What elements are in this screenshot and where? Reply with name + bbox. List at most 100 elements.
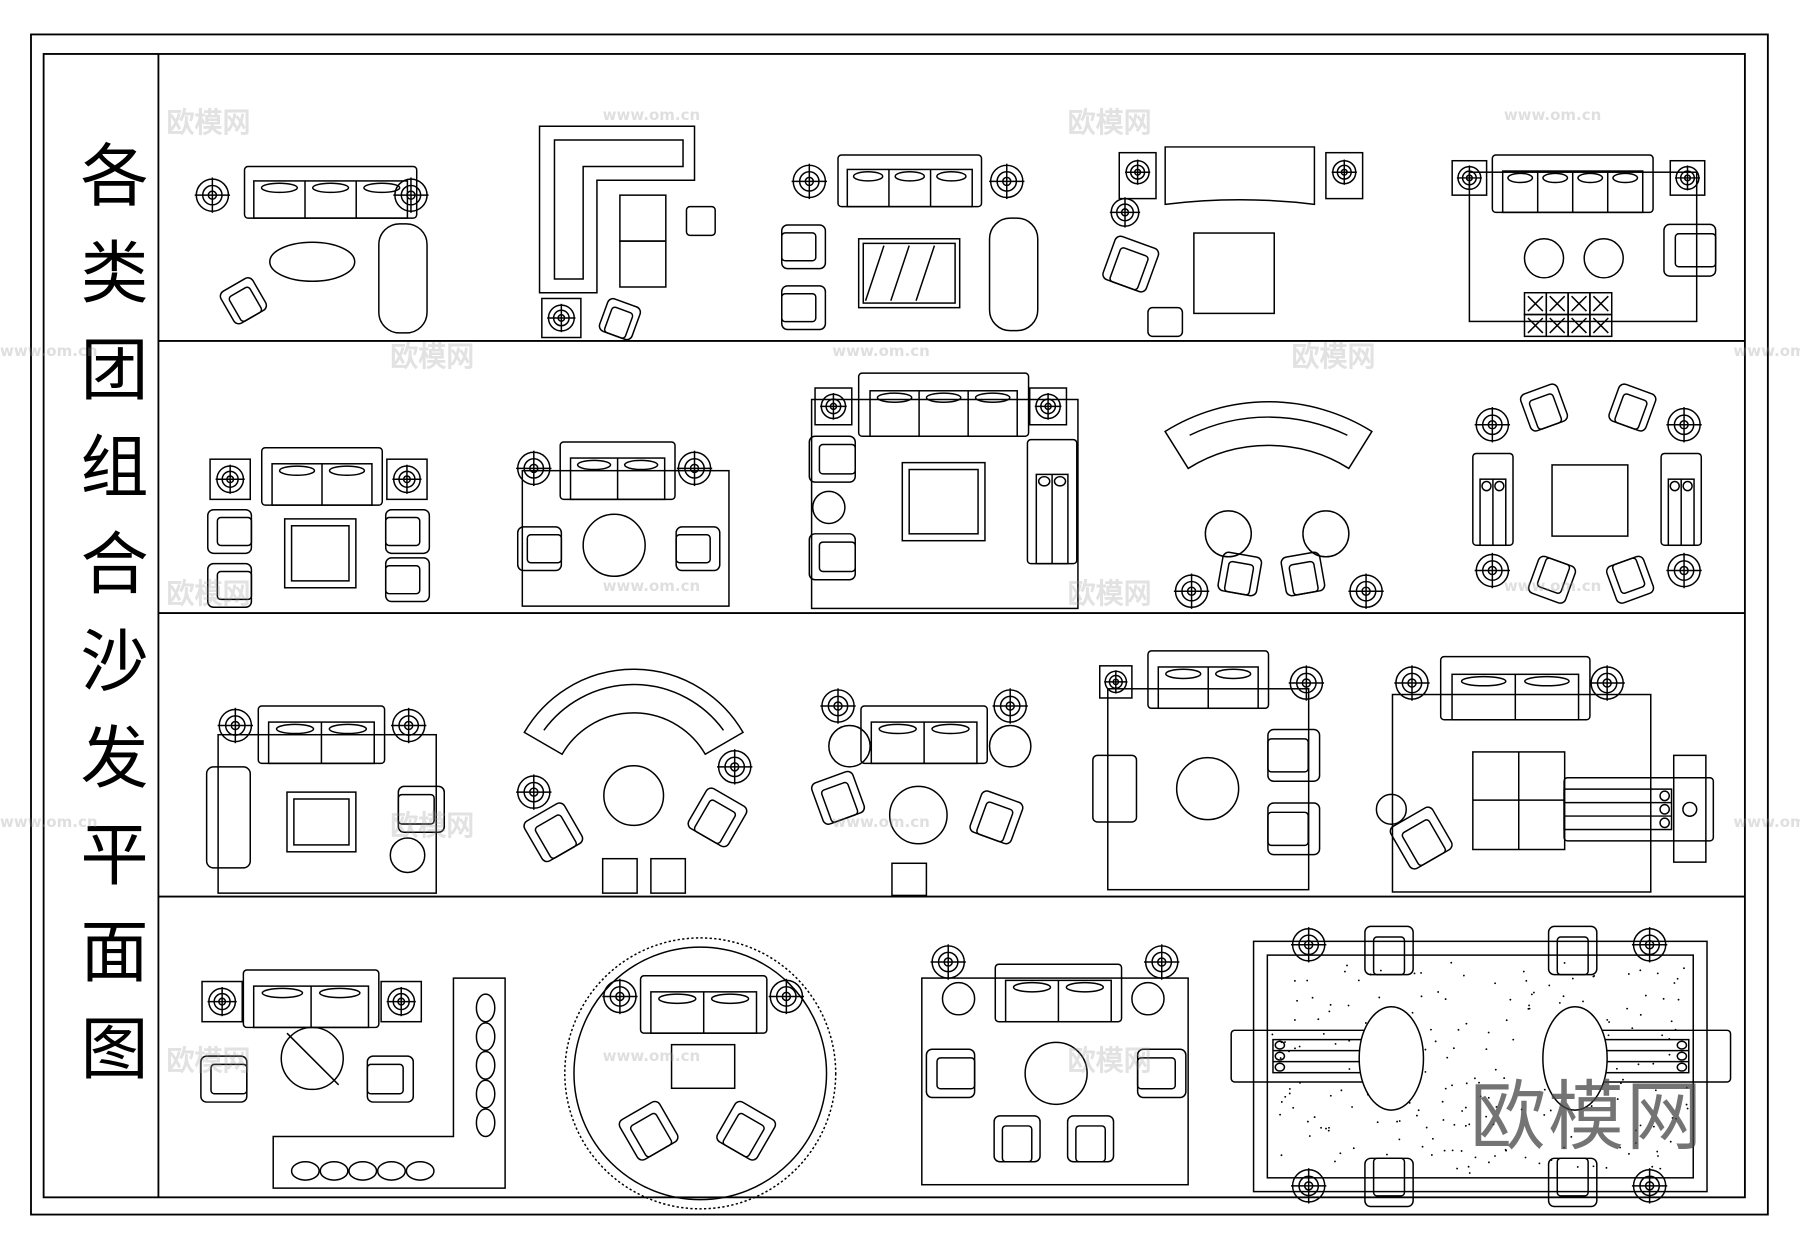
armchair-icon: [208, 510, 252, 554]
rug-speck: [1651, 1166, 1653, 1168]
rug-speck: [1593, 1165, 1595, 1167]
ottoman-tufting: [1528, 296, 1543, 311]
chair-outline: [518, 527, 562, 571]
table-inset: [294, 799, 349, 845]
chaise-lounge: [379, 224, 427, 333]
sofa-seat: [1564, 789, 1671, 829]
chair-seat: [722, 1112, 765, 1158]
rug-speck: [1420, 972, 1422, 974]
cushion: [378, 1162, 406, 1180]
chair-outline: [218, 276, 268, 326]
side-table: [829, 726, 870, 767]
rug-speck: [1469, 1172, 1471, 1174]
cushion: [476, 1023, 494, 1051]
lamp-icon: [1666, 407, 1701, 442]
chair-seat: [1224, 561, 1254, 595]
cushion: [1275, 1041, 1284, 1049]
rug-speck: [1461, 1150, 1463, 1152]
armchair-icon: [386, 558, 430, 602]
glass-table-inner: [863, 243, 955, 303]
rug-speck: [1346, 965, 1348, 967]
rug-speck: [1299, 1046, 1301, 1048]
rug-speck: [1294, 1019, 1296, 1021]
cushion: [1462, 677, 1506, 686]
chair-seat: [782, 233, 816, 261]
chair-seat: [604, 306, 634, 339]
rug-speck: [1663, 998, 1665, 1000]
pouf: [892, 863, 926, 895]
ottoman-tufting: [1572, 318, 1587, 333]
rug-speck: [1450, 962, 1452, 964]
cushion: [1543, 173, 1568, 182]
chair-seat: [367, 1064, 403, 1093]
chair-outline: [386, 510, 430, 554]
rug-speck: [1639, 969, 1641, 971]
table-reflection: [287, 1033, 339, 1085]
chaise-lounge: [990, 218, 1038, 331]
table-inset: [909, 470, 978, 534]
rug-speck: [1548, 985, 1550, 987]
lamp-icon: [820, 688, 855, 723]
cushion: [926, 393, 960, 402]
armchair-icon: [782, 286, 826, 330]
lamp-icon: [931, 944, 966, 979]
chair-seat: [217, 518, 251, 546]
armchair-icon: [1519, 383, 1569, 433]
console-table: [1674, 755, 1706, 862]
chair-outline: [676, 527, 720, 571]
rug-speck: [1677, 978, 1679, 980]
rug-speck: [1289, 1093, 1291, 1095]
rug-speck: [1582, 1000, 1584, 1002]
rug-speck: [1445, 998, 1447, 1000]
ottoman-tufting: [1550, 318, 1565, 333]
side-table: [942, 983, 974, 1015]
cushion: [1275, 1052, 1284, 1060]
cushion: [1677, 1041, 1686, 1049]
armchair-icon: [782, 225, 826, 269]
watermark-brand: 欧模网: [1068, 101, 1152, 141]
cushion: [578, 460, 611, 469]
armchair-icon: [686, 786, 749, 849]
round-table: [1303, 511, 1349, 557]
cushion: [320, 1162, 348, 1180]
lamp-icon: [1475, 407, 1510, 442]
curved-sofa-icon: [524, 669, 743, 754]
rug-speck: [1531, 993, 1533, 995]
chair-outline: [617, 1099, 680, 1162]
watermark-brand: 欧模网: [1068, 1039, 1152, 1079]
sofa-icon: [838, 155, 981, 207]
armchair-icon: [367, 1056, 413, 1102]
rug-speck: [1673, 982, 1675, 984]
watermark-url: www.om.cn: [1733, 813, 1800, 831]
rug-speck: [1335, 1043, 1337, 1045]
rug-speck: [1494, 982, 1496, 984]
curved-sofa-icon: [1165, 147, 1314, 204]
armchair-icon: [1549, 926, 1597, 974]
area-rug: [1108, 689, 1309, 890]
armchair-icon: [1365, 926, 1413, 974]
chair-outline: [386, 558, 430, 602]
rug-speck: [1640, 1014, 1642, 1016]
rug-speck: [1344, 971, 1346, 973]
rug-speck: [1348, 1005, 1350, 1007]
chair-outline: [1280, 551, 1325, 596]
rug-speck: [1309, 1135, 1311, 1137]
pouf: [1148, 308, 1182, 337]
chair-seat: [676, 535, 710, 563]
rug-speck: [1458, 1029, 1460, 1031]
round-rug: [574, 947, 827, 1200]
rug-speck: [1645, 995, 1647, 997]
rug-speck: [1365, 1022, 1367, 1024]
watermark-brand: 欧模网: [390, 804, 474, 844]
lamp-icon: [1289, 665, 1324, 700]
rug-speck: [1572, 978, 1574, 980]
rug-speck: [1683, 967, 1685, 969]
rug-speck: [1606, 1019, 1608, 1021]
rug-speck: [1606, 1167, 1608, 1169]
rug-speck: [1466, 1082, 1468, 1084]
chair-seat: [386, 566, 420, 594]
glass-reflection: [866, 246, 884, 301]
chair-seat: [693, 799, 736, 845]
rug-speck: [1380, 970, 1382, 972]
lamp-icon: [769, 979, 804, 1014]
